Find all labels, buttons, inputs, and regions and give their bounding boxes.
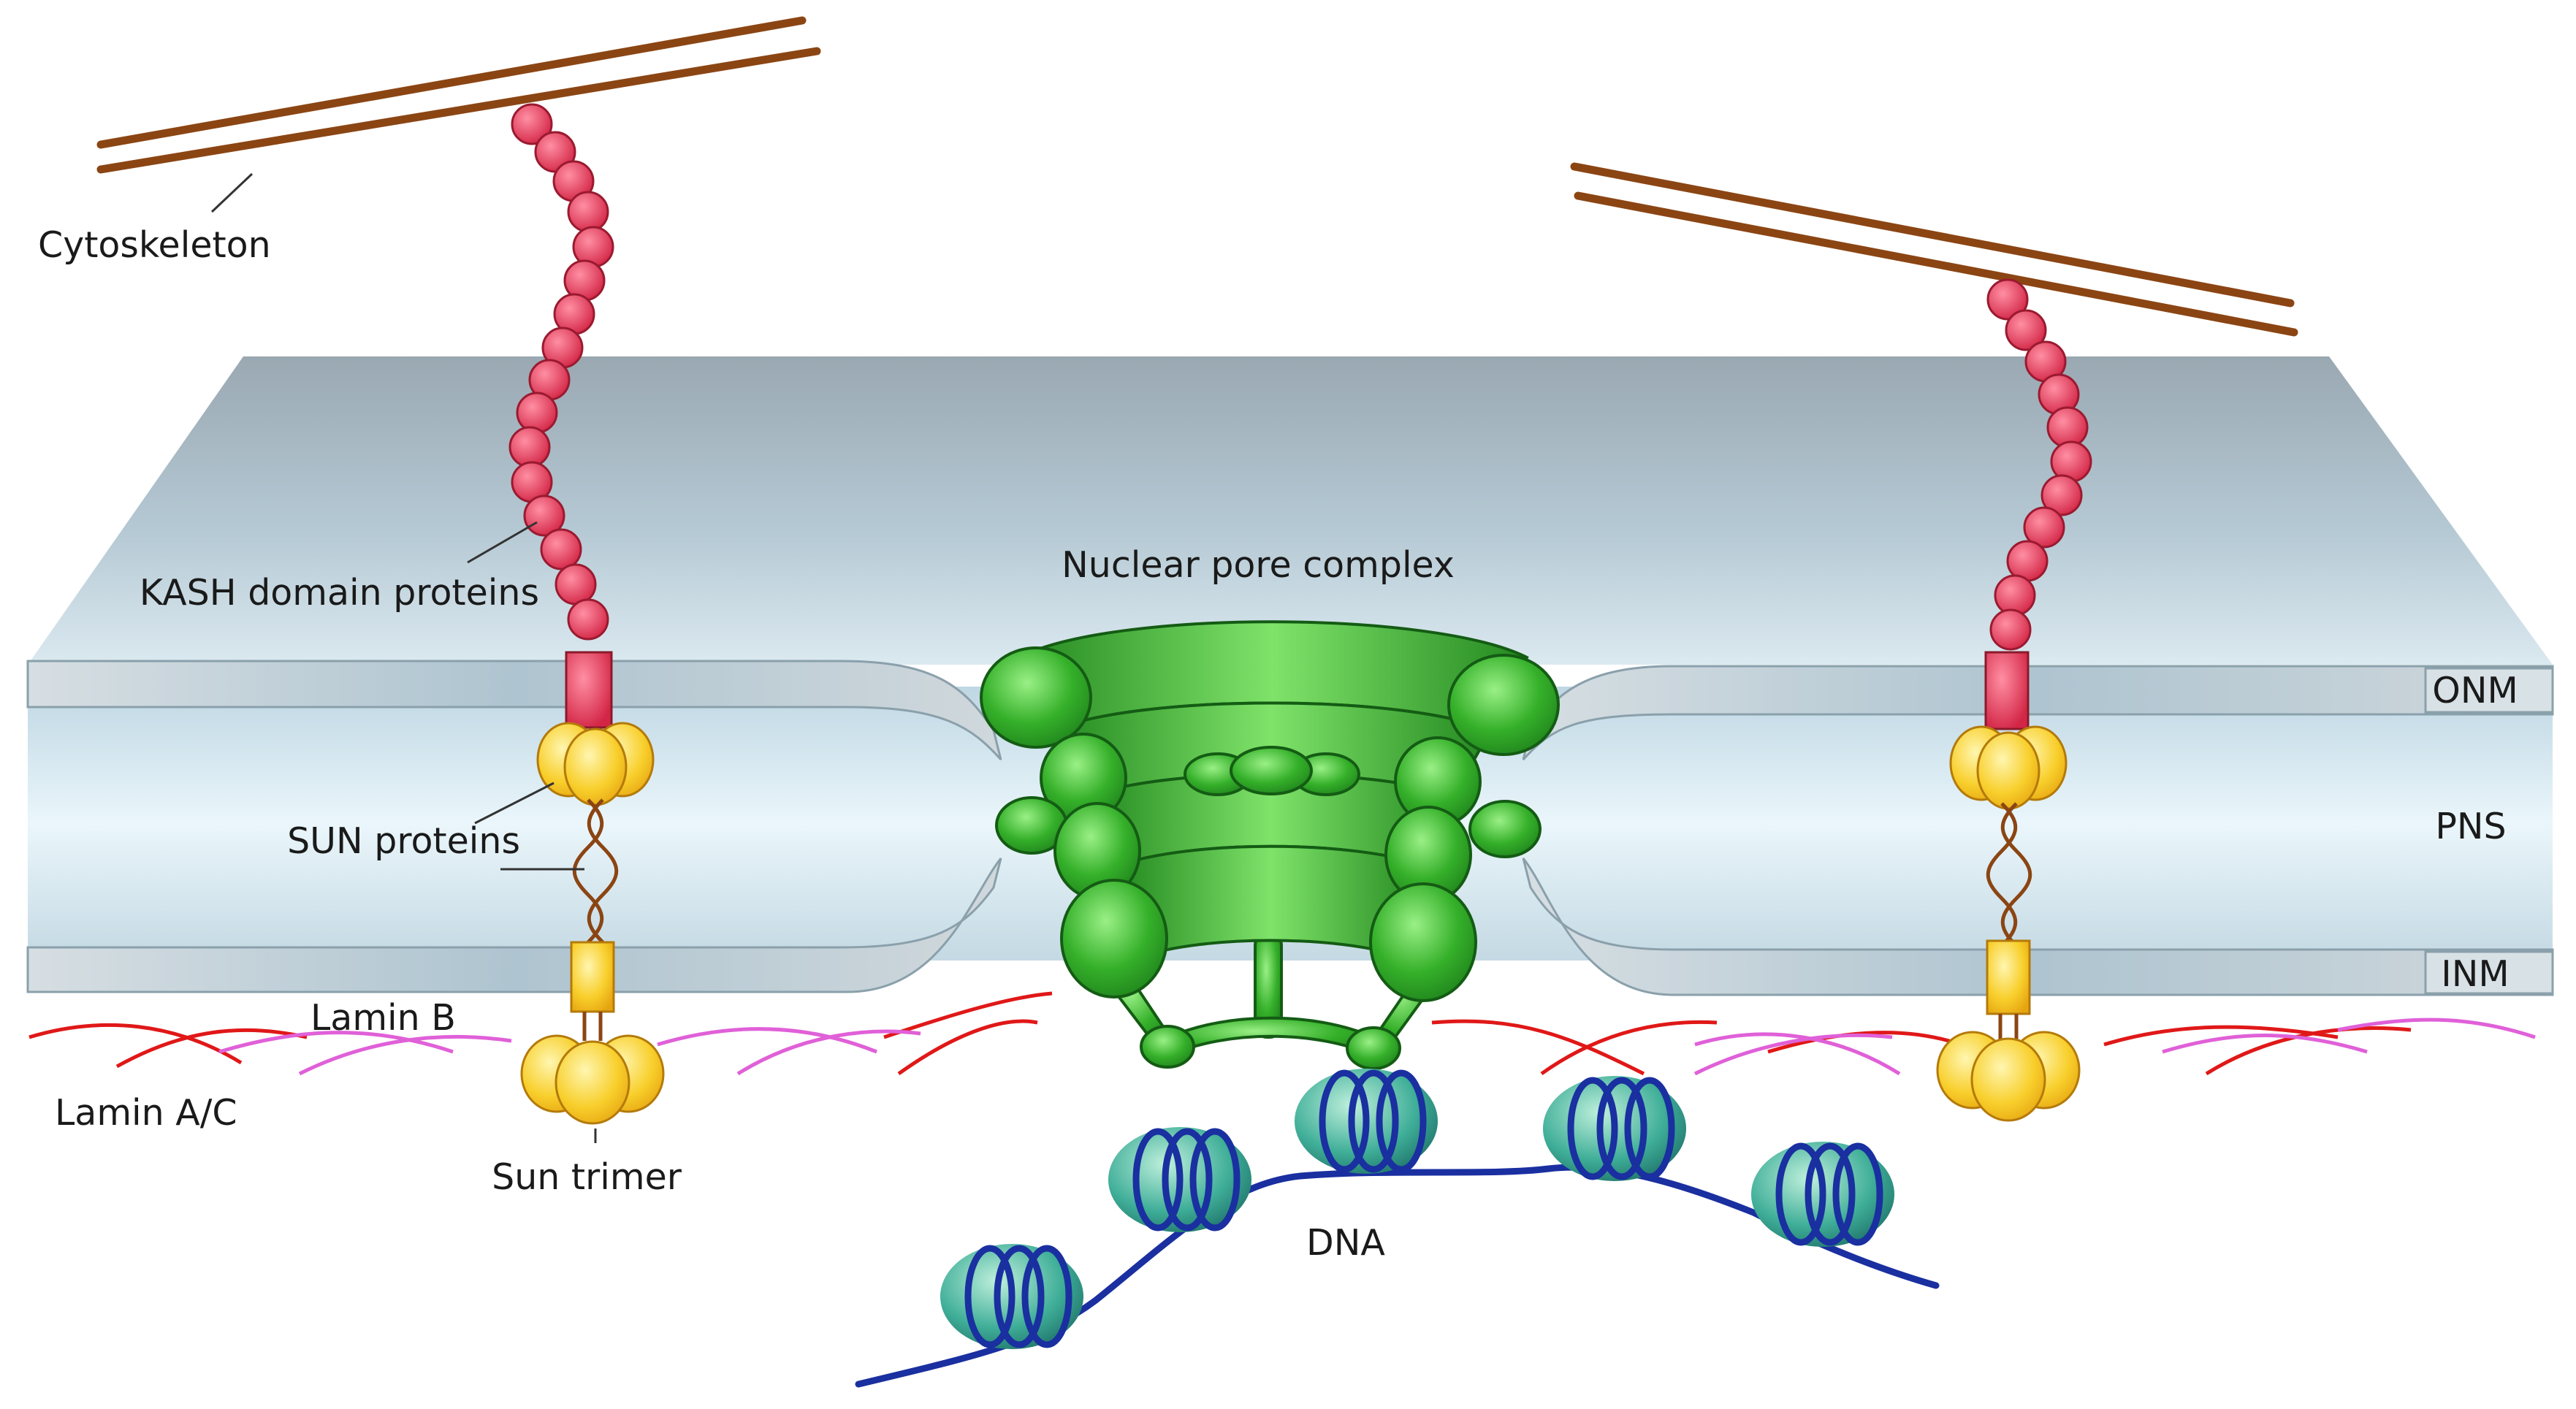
inner-nuclear-membrane-right [1522, 858, 2554, 996]
kash-right-bead-1 [1986, 278, 2029, 321]
labels: Cytoskeleton KASH domain proteins SUN pr… [38, 224, 2518, 1264]
nuclear-pore-complex [980, 620, 1560, 1070]
kash-domain-chain-left [508, 103, 614, 641]
leader-cytoskeleton [210, 172, 254, 213]
chromatin [855, 1069, 1940, 1388]
nucleosome-4 [1543, 1076, 1686, 1181]
cytoskeleton-filaments-left [96, 16, 821, 174]
kash-left-bead-4 [567, 191, 609, 233]
leader-kash [467, 521, 538, 564]
label-cytoskeleton: Cytoskeleton [38, 224, 271, 266]
kash-left-bead-15 [555, 563, 597, 606]
inner-nuclear-membrane-left [26, 858, 1002, 993]
sun-protein-head-right [1949, 725, 2068, 810]
nucleosome-5 [1751, 1142, 1894, 1247]
label-kash-domain-proteins: KASH domain proteins [140, 572, 539, 614]
linc-complex-left [96, 16, 821, 1125]
kash-right-bead-5 [2046, 406, 2089, 448]
kash-left-bead-16 [567, 598, 609, 641]
nuclear-lamina [28, 991, 2536, 1076]
kash-left-bead-11 [508, 426, 551, 468]
sun-coiled-coil-left [572, 798, 619, 944]
kash-right-bead-8 [2023, 506, 2065, 549]
lamin-a-c-filaments [28, 991, 2412, 1076]
label-dna: DNA [1306, 1222, 1385, 1264]
sun-trimer-right [1936, 1031, 2081, 1122]
kash-left-bead-13 [523, 495, 565, 537]
label-inm: INM [2441, 953, 2509, 995]
kash-left-bead-1 [511, 103, 553, 145]
envelope-top-surface [28, 356, 2553, 665]
nucleosome-3 [1295, 1069, 1438, 1174]
label-onm: ONM [2432, 670, 2518, 711]
npc-lobes [980, 646, 1560, 1002]
sun-protein-head-left [536, 722, 655, 806]
kash-right-bead-2 [2005, 309, 2047, 351]
label-lamin-b: Lamin B [310, 997, 456, 1039]
kash-right-bead-11 [1989, 608, 2032, 651]
nucleosomes [940, 1069, 1894, 1349]
kash-right-bead-7 [2040, 474, 2083, 516]
kash-left-bead-14 [540, 528, 582, 570]
label-pns: PNS [2435, 806, 2506, 847]
label-sun-trimer: Sun trimer [492, 1156, 682, 1198]
kash-left-bead-10 [516, 392, 558, 434]
sun-transmembrane-left [570, 941, 615, 1013]
kash-domain-chain-right [1986, 278, 2092, 651]
kash-transmembrane-right [1984, 651, 2030, 730]
cytoskeleton-filaments-right [1570, 162, 2298, 337]
onm-tag-box [2424, 667, 2554, 714]
nucleosome-1 [940, 1244, 1083, 1349]
sun-coiled-coil-right [1986, 802, 2032, 947]
sun-transmembrane-right [1986, 939, 2031, 1015]
inm-tag-box [2424, 950, 2554, 995]
lamin-b-filaments [218, 1017, 2536, 1076]
linc-complex-right [1570, 162, 2298, 1122]
sun-trimer-left [520, 1034, 665, 1125]
nucleosome-2 [1108, 1127, 1251, 1232]
outer-nuclear-membrane-left [26, 660, 1002, 760]
label-sun-proteins: SUN proteins [287, 820, 520, 862]
outer-nuclear-membrane-right [1522, 665, 2554, 760]
label-lamin-a-c: Lamin A/C [55, 1092, 237, 1134]
leader-sun-proteins [474, 782, 555, 825]
label-nuclear-pore-complex: Nuclear pore complex [1062, 544, 1455, 586]
leader-lines [210, 172, 597, 1143]
kash-right-bead-10 [1994, 574, 2036, 616]
kash-transmembrane-left [565, 651, 613, 729]
